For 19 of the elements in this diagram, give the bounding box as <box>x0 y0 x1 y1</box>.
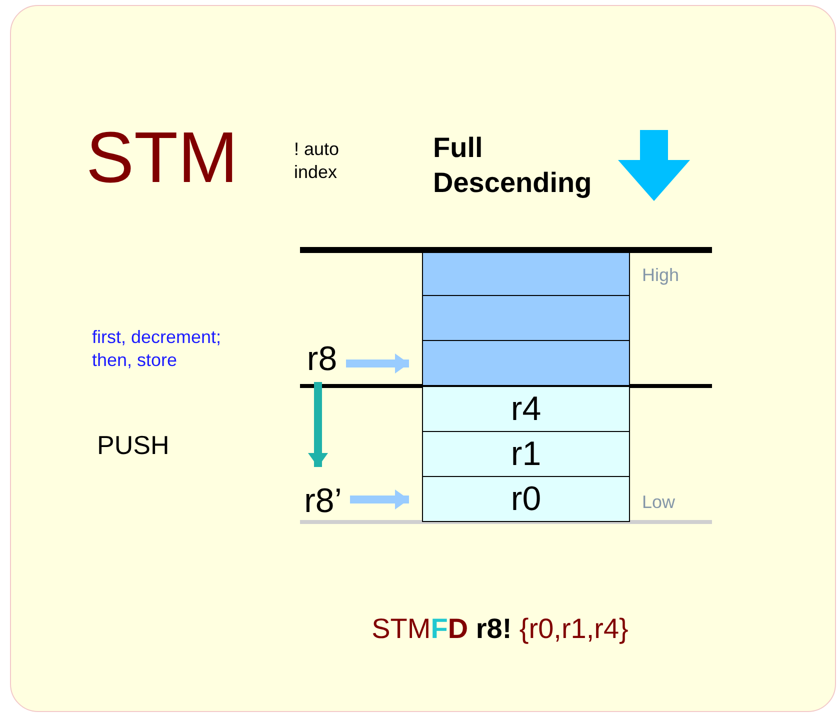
axis-label: High <box>642 264 680 287</box>
annotation-text: ! auto index <box>294 138 340 184</box>
title: STM <box>86 117 238 200</box>
instruction-code: STMFD r8! {r0,r1,r4} <box>370 612 630 646</box>
mode-heading: Full Descending <box>433 131 593 200</box>
stack-cell <box>422 296 630 341</box>
arrow <box>350 490 409 510</box>
annotation-text: first, decrement; then, store <box>92 326 222 372</box>
register-cell: r1 <box>422 432 630 477</box>
arrow <box>308 382 328 467</box>
axis-label: Low <box>642 491 676 514</box>
stack-cell <box>422 341 630 386</box>
register-label: r8 <box>300 338 344 380</box>
arrow <box>346 354 409 374</box>
register-cell: r4 <box>422 387 630 432</box>
register-cell: r0 <box>422 477 630 522</box>
stack-cell <box>422 253 630 296</box>
operation-label: PUSH <box>97 429 170 462</box>
register-label: r8’ <box>298 480 348 522</box>
